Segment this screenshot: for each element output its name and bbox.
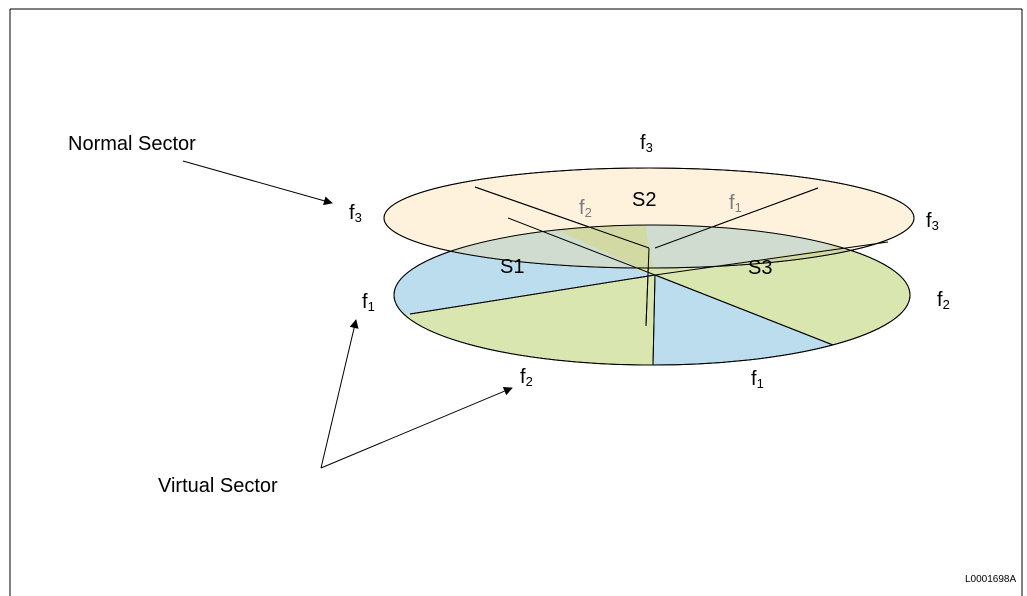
sector-label-s2: S2 [632, 189, 656, 211]
sector-label-s1: S1 [500, 256, 524, 278]
virtual-sector-arrow-lower [320, 386, 513, 469]
virtual-sector-f1-bottom [653, 275, 900, 365]
normal-sector-arrow [182, 160, 333, 206]
freq-bottom-left: f2 [520, 366, 533, 389]
freq-inner-right: f1 [729, 192, 742, 215]
freq-top: f3 [640, 132, 653, 155]
normal-sector-label: Normal Sector [68, 133, 196, 155]
freq-inner-left: f2 [579, 197, 592, 220]
sector-label-s3: S3 [748, 257, 772, 279]
freq-right-lower: f2 [937, 289, 950, 312]
freq-right-upper: f3 [926, 210, 939, 233]
freq-left-upper: f3 [349, 202, 362, 225]
virtual-disc-outline-front [393, 224, 911, 366]
freq-bottom-right: f1 [751, 368, 764, 391]
virtual-sector-label: Virtual Sector [158, 475, 278, 497]
normal-disc-outline-front [383, 167, 915, 269]
figure-code: L0001698A [965, 574, 1016, 585]
virtual-sector-arrow-upper [320, 319, 359, 469]
freq-left-lower: f1 [362, 291, 375, 314]
